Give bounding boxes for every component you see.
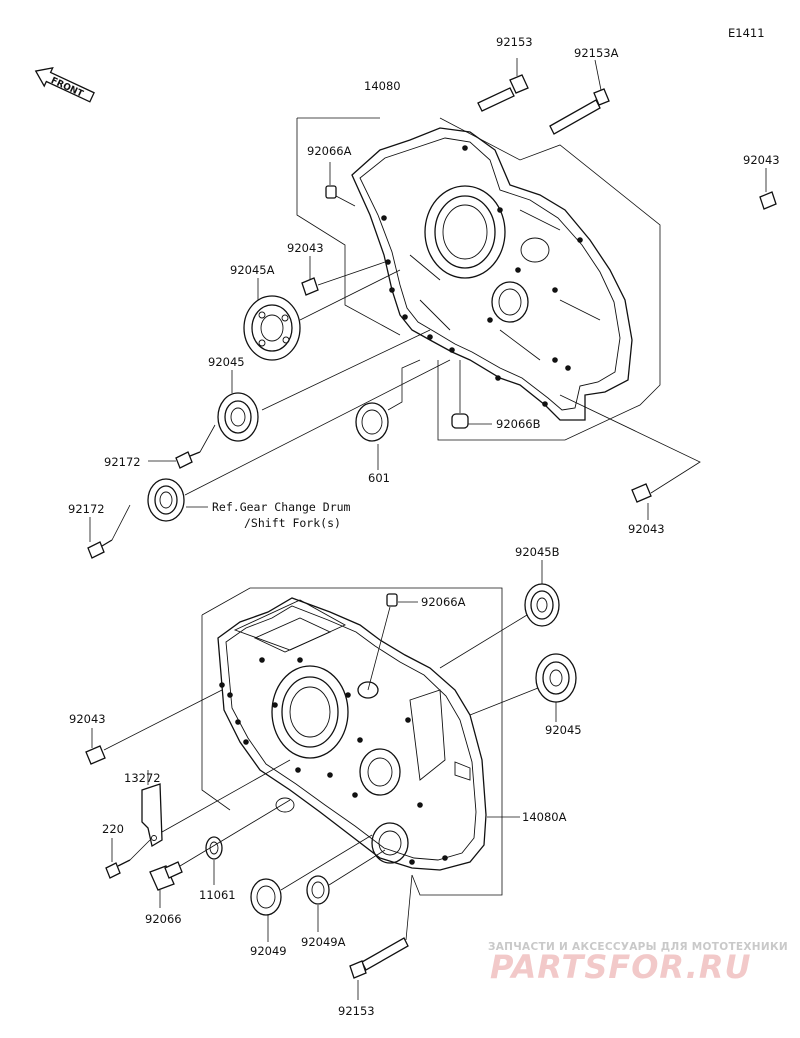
dowel-92043-right-top <box>759 168 777 210</box>
bolt-92153-top <box>477 58 529 112</box>
front-arrow-icon: FRONT <box>34 67 95 103</box>
watermark-logo: PARTSFOR.RU <box>490 948 751 986</box>
label-92172-b: 92172 <box>68 502 105 516</box>
dowel-92043-left <box>301 256 386 296</box>
label-220: 220 <box>102 822 124 836</box>
dowel-92043-bottom-left <box>85 689 223 765</box>
label-92049: 92049 <box>250 944 287 958</box>
label-14080A: 14080A <box>522 810 567 824</box>
dowel-92066A-top <box>325 162 356 207</box>
crankcase-upper-drawing <box>296 117 661 441</box>
label-92045-top: 92045 <box>208 355 245 369</box>
label-92043-bottom-left: 92043 <box>69 712 106 726</box>
label-14080: 14080 <box>364 79 401 93</box>
seal-92049A <box>306 849 386 932</box>
reference-note-line1: Ref.Gear Change Drum <box>212 500 351 514</box>
seal-92049 <box>250 834 373 942</box>
dowel-92066B <box>451 360 492 429</box>
drain-bolt-92066 <box>149 799 291 908</box>
label-92153-bottom: 92153 <box>338 1004 375 1018</box>
bracket-13272 <box>141 759 291 848</box>
bolt-92153-bottom <box>349 874 413 1000</box>
dowel-92066A-bottom <box>367 593 418 691</box>
label-92172-a: 92172 <box>104 455 141 469</box>
part-labels: 92153 92153A 14080 92066A 92043 92043 92… <box>68 35 780 1018</box>
bearing-ref <box>147 359 451 522</box>
label-92043-left: 92043 <box>287 241 324 255</box>
label-92045B: 92045B <box>515 545 560 559</box>
label-92043-right-mid: 92043 <box>628 522 665 536</box>
label-11061: 11061 <box>199 888 236 902</box>
oil-seal-601 <box>355 359 421 470</box>
bolt-holes-lower <box>219 657 448 865</box>
label-92066A-bottom: 92066A <box>421 595 466 609</box>
watermark-tagline: ЗАПЧАСТИ И АКСЕССУАРЫ ДЛЯ МОТОТЕХНИКИ <box>488 941 788 953</box>
label-92045-bottom: 92045 <box>545 723 582 737</box>
bearing-92045-top <box>217 329 431 442</box>
bearing-92045A <box>243 269 401 361</box>
dowel-92043-right-mid <box>559 394 701 520</box>
bolt-holes-upper <box>381 145 583 407</box>
label-92066A-top: 92066A <box>307 144 352 158</box>
label-92045A: 92045A <box>230 263 275 277</box>
label-13272: 13272 <box>124 771 161 785</box>
bolt-220 <box>105 838 151 879</box>
bearing-92045-bottom <box>469 653 577 722</box>
washer-11061 <box>205 836 223 885</box>
label-92153-top: 92153 <box>496 35 533 49</box>
bearing-92045B <box>439 560 560 669</box>
diagram-code: E1411 <box>728 26 765 40</box>
crankcase-lower-drawing <box>201 587 520 896</box>
watermark: ЗАПЧАСТИ И АКСЕССУАРЫ ДЛЯ МОТОТЕХНИКИ PA… <box>488 941 788 986</box>
bolt-92153A <box>549 59 610 135</box>
reference-note-line2: /Shift Fork(s) <box>244 516 341 530</box>
label-92066B: 92066B <box>496 417 541 431</box>
label-92049A: 92049A <box>301 935 346 949</box>
label-601: 601 <box>368 471 390 485</box>
screw-92172-b <box>87 504 131 559</box>
screw-92172-a <box>148 424 216 469</box>
label-92153A: 92153A <box>574 46 619 60</box>
label-92066: 92066 <box>145 912 182 926</box>
label-92043-right-top: 92043 <box>743 153 780 167</box>
